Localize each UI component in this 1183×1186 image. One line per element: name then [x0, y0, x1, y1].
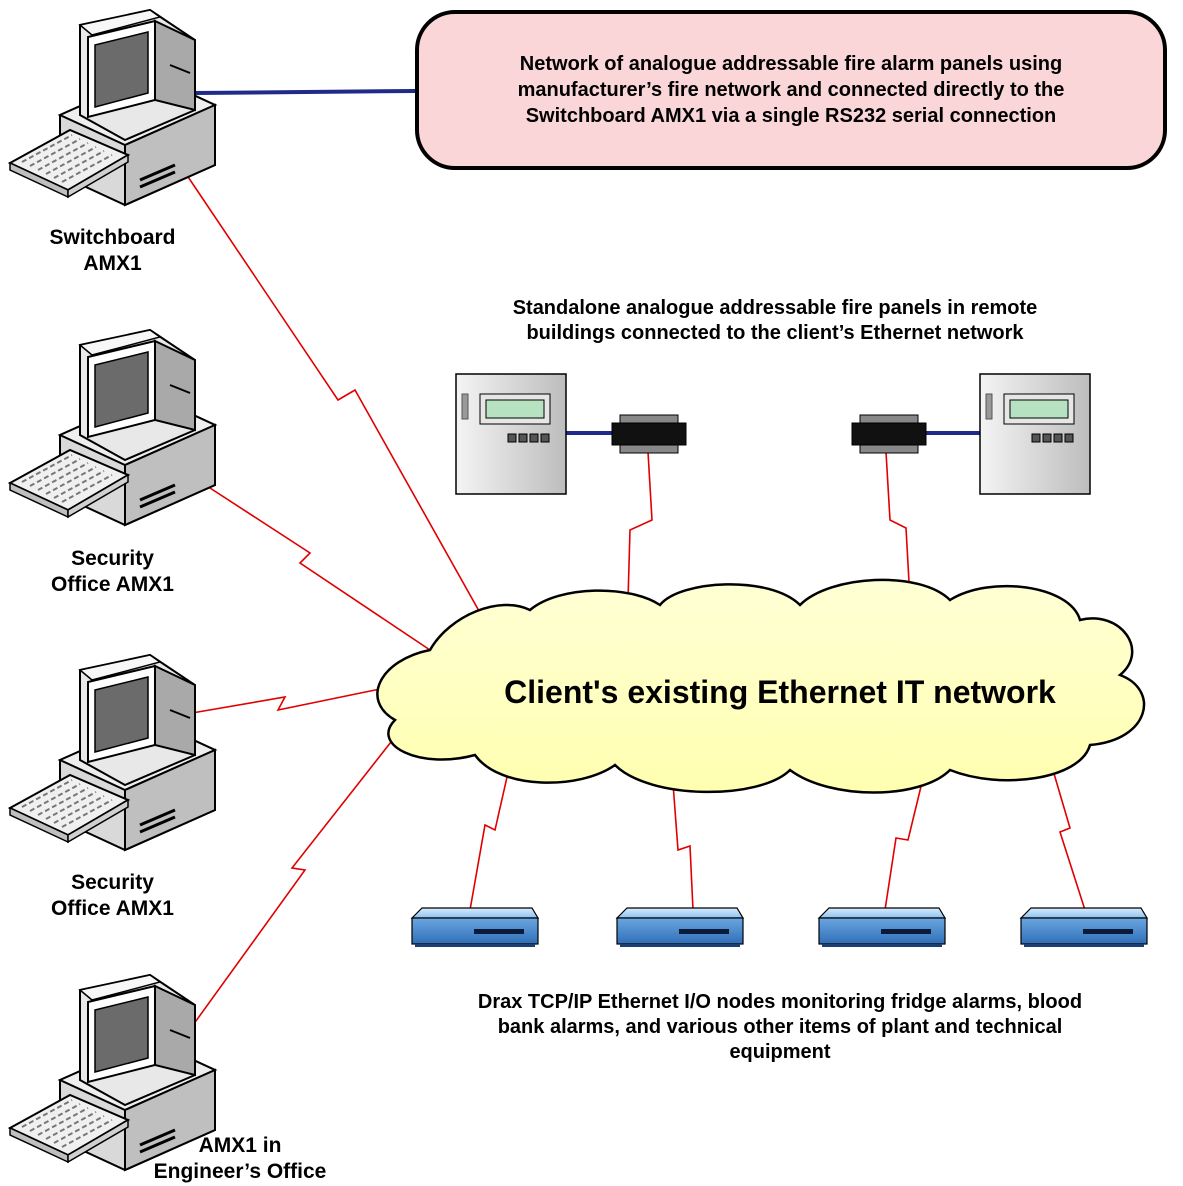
link-fire-panel-right	[885, 451, 911, 601]
fire-network-callout: Network of analogue addressable fire ala…	[415, 10, 1167, 170]
security-office-label: Security Office AMX1	[20, 546, 205, 599]
link-io-node-1	[469, 754, 513, 911]
rs232-serial-link	[194, 89, 416, 95]
security-office-label-2: Security Office AMX1	[20, 870, 205, 923]
engineers-office-label-line-2: Engineer’s Office	[153, 1160, 327, 1184]
io-nodes-caption-line-2: bank alarms, and various other items of …	[497, 1016, 1063, 1038]
fire-panels-caption-line-1: Standalone analogue addressable fire pan…	[512, 297, 1038, 319]
security-office-label-line-1: Security	[71, 547, 154, 570]
switchboard-label-line-1: Switchboard	[49, 226, 176, 249]
link-engineers-office	[187, 727, 403, 1033]
io-nodes-caption-line-1: Drax TCP/IP Ethernet I/O nodes monitorin…	[477, 991, 1083, 1013]
switchboard-label: Switchboard AMX1	[20, 225, 205, 278]
link-security-office-1	[189, 474, 431, 651]
switchboard-computer-icon	[8, 8, 217, 207]
security-office-label-line-2: Office AMX1	[51, 573, 174, 597]
link-fire-panel-left	[627, 451, 653, 601]
link-io-node-4	[1049, 759, 1086, 911]
security-office-2-label-line-1: Security	[71, 871, 154, 894]
security-office-2-label-line-2: Office AMX1	[51, 897, 174, 921]
security-office-computer-icon	[8, 328, 217, 527]
serial-converter-right-icon	[851, 414, 927, 454]
io-nodes-caption-line-3: equipment	[729, 1041, 831, 1063]
callout-text: Network of analogue addressable fire ala…	[518, 51, 1065, 129]
engineers-office-label: AMX1 in Engineer’s Office	[130, 1133, 350, 1186]
callout-line-1: Network of analogue addressable fire ala…	[519, 53, 1063, 75]
link-switchboard	[169, 149, 498, 644]
fire-panel-left-icon	[455, 373, 567, 495]
network-links	[169, 149, 1086, 1033]
serial-converter-left-icon	[611, 414, 687, 454]
fire-panels-caption-line-2: buildings connected to the client’s Ethe…	[526, 322, 1024, 344]
network-label: Client's existing Ethernet IT network	[504, 674, 1056, 710]
io-node-3-icon	[818, 907, 946, 948]
link-io-node-3	[884, 769, 926, 911]
io-node-2-icon	[616, 907, 744, 948]
security-office-computer-icon-2	[8, 653, 217, 852]
fire-panels-caption: Standalone analogue addressable fire pan…	[420, 296, 1130, 346]
callout-line-2: manufacturer’s fire network and connecte…	[517, 79, 1065, 101]
link-security-office-2	[191, 688, 381, 714]
engineers-office-label-line-1: AMX1 in	[198, 1134, 282, 1157]
io-nodes-caption: Drax TCP/IP Ethernet I/O nodes monitorin…	[395, 990, 1165, 1065]
io-node-1-icon	[411, 907, 539, 948]
io-node-4-icon	[1020, 907, 1148, 948]
link-io-node-2	[671, 769, 694, 911]
ethernet-cloud	[376, 578, 1146, 794]
callout-line-3: Switchboard AMX1 via a single RS232 seri…	[525, 105, 1057, 127]
fire-panel-right-icon	[979, 373, 1091, 495]
switchboard-label-line-2: AMX1	[83, 252, 142, 276]
